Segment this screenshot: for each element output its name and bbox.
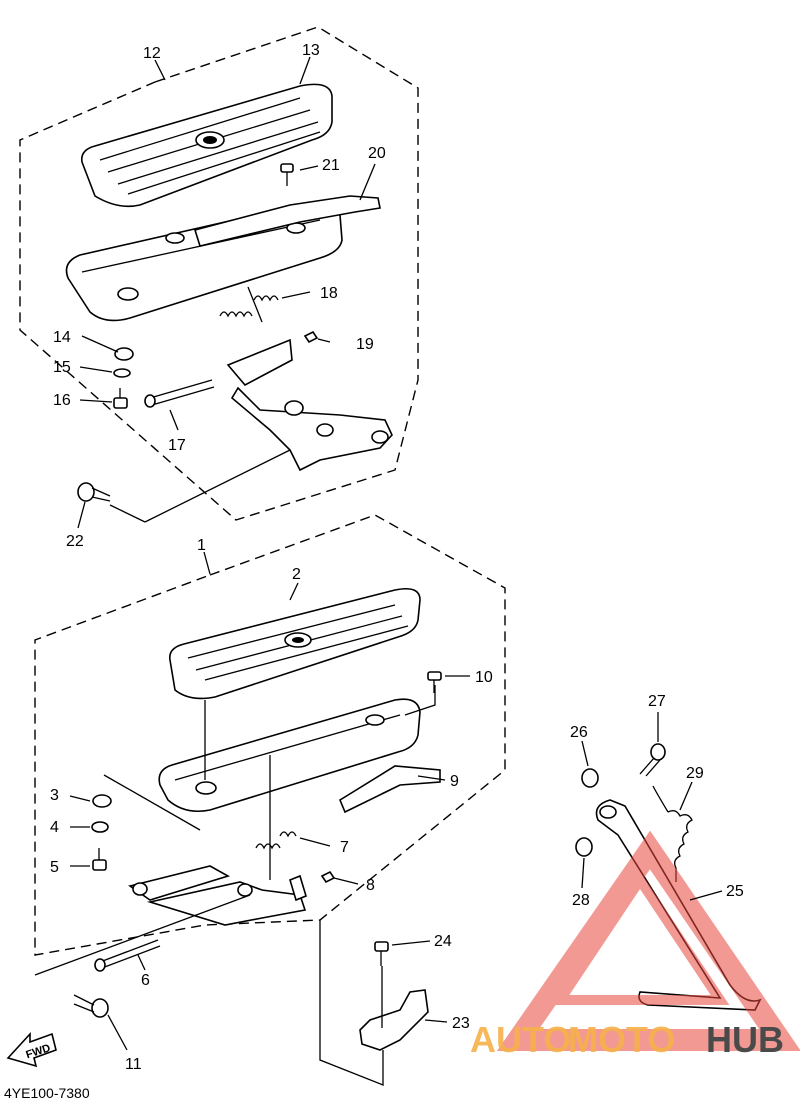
watermark-logo: AUTO MOTO HUB bbox=[470, 1019, 784, 1060]
callout-8: 8 bbox=[366, 877, 375, 894]
bolt-10 bbox=[427, 671, 442, 693]
clip-19 bbox=[303, 330, 319, 344]
drawing-code: 4YE100-7380 bbox=[4, 1085, 90, 1101]
bolt-24 bbox=[374, 941, 389, 966]
callout-19: 19 bbox=[356, 336, 374, 353]
leader-lines bbox=[34, 56, 723, 1086]
callout-20: 20 bbox=[368, 145, 386, 162]
callout-27: 27 bbox=[648, 693, 666, 710]
callout-1: 1 bbox=[197, 537, 206, 554]
footboard-base-upper bbox=[65, 202, 343, 322]
callout-26: 26 bbox=[570, 724, 588, 741]
watermark-triangle bbox=[496, 830, 800, 1051]
washer-15 bbox=[113, 368, 131, 378]
callout-24: 24 bbox=[434, 933, 452, 950]
fwd-arrow: FWD bbox=[6, 1031, 57, 1068]
callout-labels: 12 13 20 21 18 19 14 15 16 17 22 1 2 10 … bbox=[50, 42, 744, 1073]
spring-29 bbox=[652, 785, 693, 882]
bracket-9 bbox=[338, 765, 441, 814]
spring-18 bbox=[219, 286, 279, 323]
bolt-27 bbox=[639, 743, 666, 777]
bolt-16 bbox=[113, 388, 128, 409]
lower-assembly-boundary bbox=[34, 514, 506, 956]
callout-22: 22 bbox=[66, 533, 84, 550]
callout-13: 13 bbox=[302, 42, 320, 59]
spring-7 bbox=[255, 831, 297, 850]
callout-9: 9 bbox=[450, 773, 459, 790]
nut-28 bbox=[575, 837, 593, 857]
callout-21: 21 bbox=[322, 157, 340, 174]
nut-14 bbox=[114, 347, 134, 361]
callout-12: 12 bbox=[143, 45, 161, 62]
footboard-pad-upper bbox=[80, 83, 333, 208]
callout-5: 5 bbox=[50, 859, 59, 876]
watermark-hub: HUB bbox=[706, 1019, 784, 1060]
watermark-auto: AUTO bbox=[470, 1019, 571, 1060]
callout-11: 11 bbox=[125, 1056, 142, 1073]
washer-4 bbox=[91, 821, 109, 833]
watermark-moto: MOTO bbox=[568, 1019, 675, 1060]
callout-25: 25 bbox=[726, 883, 744, 900]
footboard-pad-lower bbox=[168, 587, 421, 700]
upper-assembly-boundary bbox=[19, 26, 419, 521]
callout-28: 28 bbox=[572, 892, 590, 909]
bracket-23 bbox=[359, 989, 429, 1051]
callout-3: 3 bbox=[50, 787, 59, 804]
collar-26 bbox=[581, 768, 599, 788]
bolt-11 bbox=[73, 994, 109, 1018]
callout-18: 18 bbox=[320, 285, 338, 302]
callout-17: 17 bbox=[168, 437, 186, 454]
callout-15: 15 bbox=[53, 359, 71, 376]
callout-29: 29 bbox=[686, 765, 704, 782]
clip-8 bbox=[320, 870, 336, 884]
nut-3 bbox=[92, 794, 112, 808]
bracket-20 bbox=[193, 195, 381, 247]
callout-4: 4 bbox=[50, 819, 59, 836]
callout-10: 10 bbox=[475, 669, 493, 686]
callout-7: 7 bbox=[340, 839, 349, 856]
callout-14: 14 bbox=[53, 329, 71, 346]
footboard-bracket-upper bbox=[226, 338, 393, 472]
pin-6 bbox=[94, 939, 161, 972]
footboard-bracket-lower bbox=[128, 865, 307, 926]
bolt-22 bbox=[77, 482, 111, 502]
callout-6: 6 bbox=[141, 972, 150, 989]
callout-2: 2 bbox=[292, 566, 301, 583]
bolt-21 bbox=[280, 163, 294, 186]
bolt-5 bbox=[92, 848, 107, 871]
footboard-base-lower bbox=[158, 698, 421, 813]
callout-16: 16 bbox=[53, 392, 71, 409]
callout-23: 23 bbox=[452, 1015, 470, 1032]
pin-17 bbox=[144, 379, 215, 408]
